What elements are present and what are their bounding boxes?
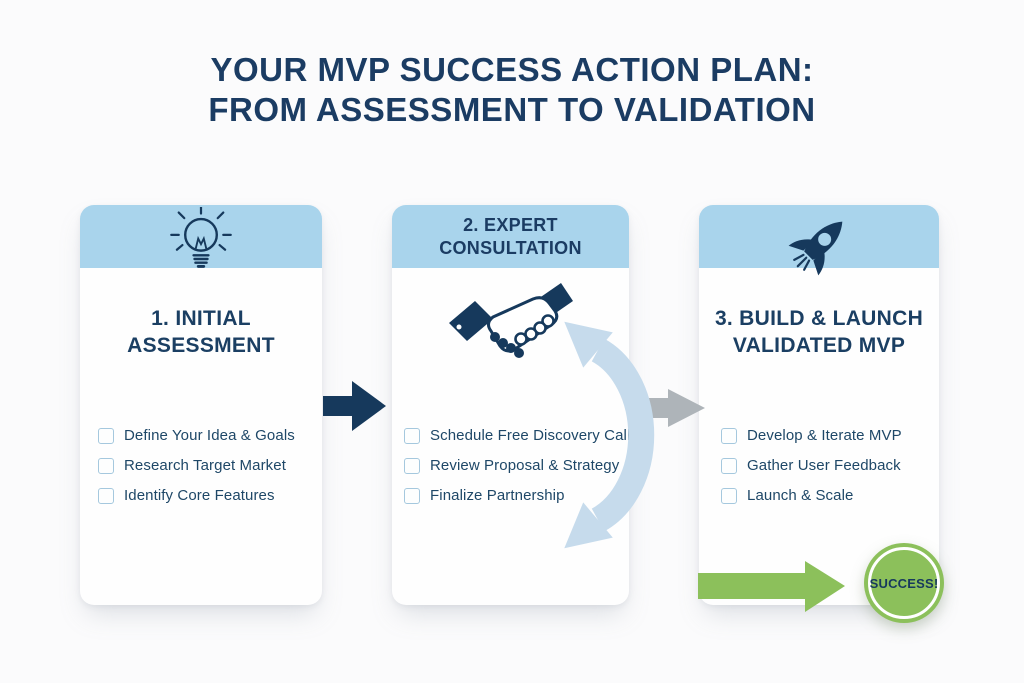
page-title: YOUR MVP SUCCESS ACTION PLAN: FROM ASSES…: [0, 50, 1024, 130]
step1-title-line1: 1. INITIAL: [151, 307, 251, 330]
step2-header: 2. EXPERT CONSULTATION: [392, 205, 629, 268]
checklist-item-label: Research Target Market: [124, 457, 286, 474]
checklist-item: Define Your Idea & Goals: [98, 427, 322, 444]
step-card-expert-consultation: 2. EXPERT CONSULTATION: [392, 205, 631, 605]
step1-header: [80, 205, 322, 268]
success-badge: SUCCESS!: [864, 543, 944, 623]
step1-title: 1. INITIAL ASSESSMENT: [80, 305, 322, 359]
checklist-item-label: Schedule Free Discovery Call: [430, 427, 631, 444]
checkbox[interactable]: [721, 427, 737, 444]
step2-title: 2. EXPERT CONSULTATION: [392, 214, 629, 260]
step2-to-step3-arrow-icon: [638, 389, 705, 427]
step3-title-line1: 3. BUILD & LAUNCH: [714, 307, 924, 330]
checklist-item: Launch & Scale: [721, 487, 939, 504]
checkbox[interactable]: [98, 487, 114, 504]
step3-title-line2: VALIDATED MVP: [732, 334, 906, 357]
step2-title-line1: 2. EXPERT: [463, 215, 558, 235]
step-card-initial-assessment: 1. INITIAL ASSESSMENT Define Your Idea &…: [80, 205, 322, 605]
page-title-line1: YOUR MVP SUCCESS ACTION PLAN:: [210, 51, 814, 88]
step2-checklist: Schedule Free Discovery Call Review Prop…: [392, 427, 631, 504]
checklist-item-label: Develop & Iterate MVP: [747, 427, 902, 444]
step1-to-step2-arrow-icon: [323, 381, 386, 431]
step3-header: [699, 205, 939, 276]
checklist-item-label: Finalize Partnership: [430, 487, 565, 504]
step1-title-line2: ASSESSMENT: [127, 334, 275, 357]
checkbox[interactable]: [98, 427, 114, 444]
checklist-item: Research Target Market: [98, 457, 322, 474]
checkbox[interactable]: [404, 427, 420, 444]
checkbox[interactable]: [721, 487, 737, 504]
checkbox[interactable]: [404, 487, 420, 504]
checklist-item-label: Gather User Feedback: [747, 457, 901, 474]
checklist-item-label: Define Your Idea & Goals: [124, 427, 295, 444]
step3-title: 3. BUILD & LAUNCH VALIDATED MVP: [699, 305, 939, 359]
checkbox[interactable]: [404, 457, 420, 474]
checkbox[interactable]: [721, 457, 737, 474]
page-title-line2: FROM ASSESSMENT TO VALIDATION: [208, 91, 816, 128]
checklist-item: Finalize Partnership: [404, 487, 629, 504]
checklist-item: Schedule Free Discovery Call: [404, 427, 631, 444]
checklist-item: Gather User Feedback: [721, 457, 939, 474]
checklist-item: Identify Core Features: [98, 487, 322, 504]
rocket-icon: [781, 207, 857, 288]
success-badge-label: SUCCESS!: [869, 575, 939, 591]
lightbulb-icon: [165, 205, 237, 290]
checkbox[interactable]: [98, 457, 114, 474]
checklist-item: Review Proposal & Strategy: [404, 457, 629, 474]
step1-checklist: Define Your Idea & Goals Research Target…: [80, 427, 322, 504]
step-card-build-launch: 3. BUILD & LAUNCH VALIDATED MVP Develop …: [699, 205, 939, 605]
checklist-item-label: Identify Core Features: [124, 487, 275, 504]
step3-checklist: Develop & Iterate MVP Gather User Feedba…: [699, 427, 939, 504]
handshake-icon: [448, 273, 573, 364]
success-badge-ring: [868, 547, 940, 619]
checklist-item-label: Review Proposal & Strategy: [430, 457, 620, 474]
checklist-item: Develop & Iterate MVP: [721, 427, 939, 444]
checklist-item-label: Launch & Scale: [747, 487, 854, 504]
step2-title-line2: CONSULTATION: [439, 238, 582, 258]
